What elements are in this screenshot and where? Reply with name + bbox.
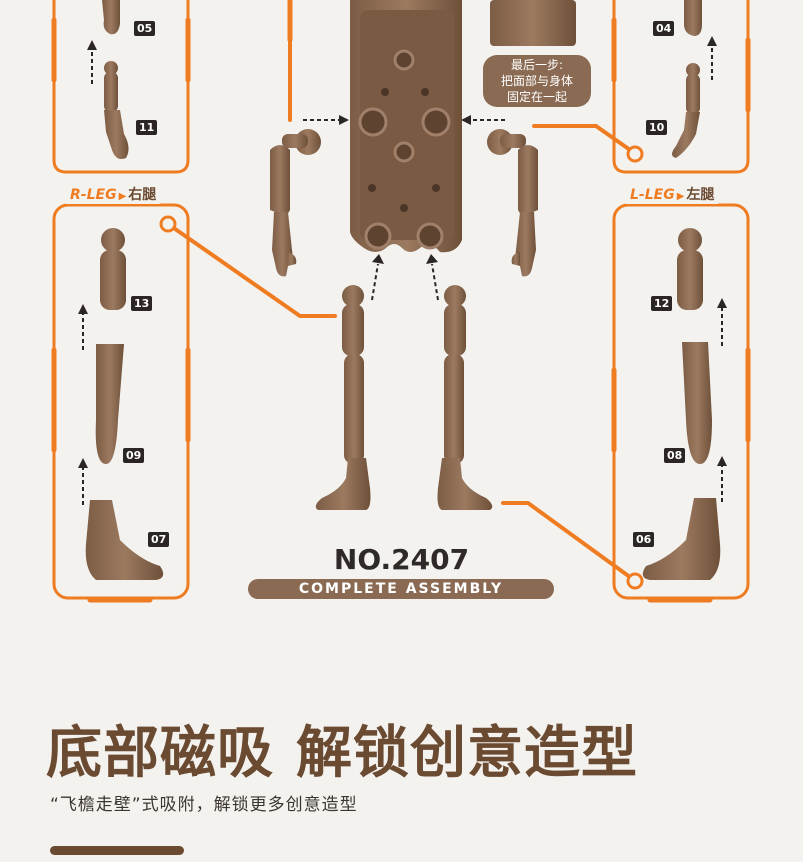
left-leg-label: L-LEG▶左腿: [626, 184, 719, 204]
left-arm-part: [487, 129, 538, 277]
part-tag-04: 04: [653, 21, 675, 36]
part-tag-11: 11: [136, 120, 158, 135]
bubble-line-3: 固定在一起: [506, 90, 567, 104]
part-tag-12: 12: [651, 296, 673, 311]
part-tag-10: 10: [646, 120, 668, 135]
left-leg-label-cn: 左腿: [686, 187, 715, 203]
play-arrow-icon: ▶: [118, 191, 127, 202]
assembly-caption: COMPLETE ASSEMBLY: [248, 579, 554, 599]
part-tag-08: 08: [664, 448, 686, 463]
play-arrow-icon: ▶: [676, 191, 685, 202]
torso-part: [350, 0, 462, 253]
part-tag-13: 13: [131, 296, 153, 311]
panel-upper-right: [52, 0, 190, 174]
final-step-bubble: 最后一步: 把面部与身体 固定在一起: [483, 55, 591, 107]
part-tag-09: 09: [123, 448, 145, 463]
part-tag-07: 07: [148, 532, 170, 547]
headline: 底部磁吸解锁创意造型: [46, 708, 638, 789]
bottom-accent-bar: [50, 846, 184, 855]
right-arm-part: [270, 129, 321, 277]
left-leg-assembled: [437, 285, 493, 510]
left-leg-label-en: L-LEG: [630, 187, 675, 203]
subline: “飞檐走壁”式吸附，解锁更多创意造型: [50, 795, 358, 815]
part-tag-06: 06: [633, 532, 655, 547]
part-tag-05: 05: [134, 21, 156, 36]
right-leg-label: R-LEG▶右腿: [66, 184, 161, 204]
panel-upper-left: [612, 0, 750, 174]
bubble-line-1: 最后一步:: [510, 58, 564, 72]
headline-part-1: 底部磁吸: [46, 721, 274, 786]
right-leg-label-en: R-LEG: [70, 187, 117, 203]
right-leg-label-cn: 右腿: [128, 187, 157, 203]
right-leg-assembled: [315, 285, 371, 510]
head-part: [490, 0, 576, 46]
headline-part-2: 解锁创意造型: [296, 721, 638, 786]
bubble-line-2: 把面部与身体: [500, 74, 573, 88]
model-number: NO.2407: [333, 543, 470, 576]
